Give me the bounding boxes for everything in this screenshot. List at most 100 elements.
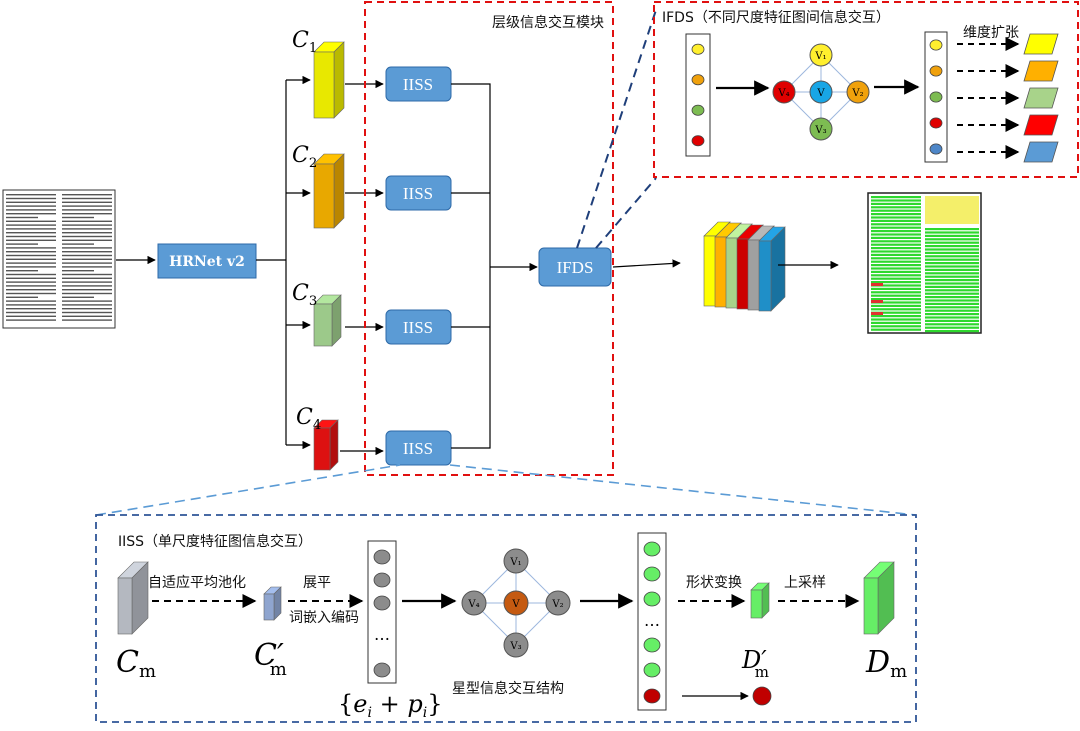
- token-node: [929, 91, 943, 103]
- star-node-1: [809, 43, 833, 67]
- hierarchical-module-title: 层级信息交互模块: [492, 14, 604, 31]
- star-center-label: V: [816, 88, 825, 99]
- iiss-blocks: IISS IISS IISS IISS: [385, 66, 452, 466]
- token-node: [643, 662, 661, 678]
- hierarchical-module-frame: [364, 1, 614, 476]
- star-node-label: V₃: [509, 641, 521, 652]
- cm-prime-label: C′m: [254, 638, 287, 680]
- stacked-feature-maps: [703, 221, 786, 312]
- star-node-label: V₄: [777, 88, 789, 99]
- ifds-input-tokens: [685, 33, 711, 157]
- star-node-label: V₃: [814, 125, 826, 136]
- embedding-formula: {ei + pi}: [338, 690, 442, 721]
- token-node: [929, 65, 943, 77]
- feature-map-c2: [313, 153, 345, 229]
- token-node: [691, 135, 705, 147]
- flatten-label: 展平: [303, 575, 331, 591]
- iiss-to-ifds-connectors: [451, 83, 538, 449]
- token-node: [373, 595, 391, 611]
- iiss-block-label: IISS: [403, 184, 433, 203]
- class-token-node: [643, 688, 661, 704]
- token-node: [643, 566, 661, 582]
- cm-label: Cm: [116, 645, 156, 682]
- star-node-label: V₄: [467, 599, 479, 610]
- dm-feature-map: [863, 561, 895, 635]
- hrnet-block: HRNet v2: [157, 243, 257, 279]
- token-node: [691, 74, 705, 86]
- token-node: [691, 43, 705, 55]
- token-node: [643, 541, 661, 557]
- token-node: [929, 39, 943, 51]
- reshape-label: 形状变换: [686, 574, 742, 591]
- iiss-block-label: IISS: [403, 318, 433, 337]
- star-node-label: V₁: [509, 557, 521, 568]
- iiss-block-1: IISS: [385, 66, 452, 102]
- star-node-label: V₁: [814, 51, 826, 62]
- star-node-2: [846, 80, 870, 104]
- iiss-inset-title: IISS（单尺度特征图信息交互）: [118, 533, 312, 550]
- expanded-map-5: [1023, 141, 1059, 163]
- ifds-star-graph: V₁ V₂ V₃ V₄ V: [772, 43, 870, 141]
- feature-label-c4: C4: [296, 405, 321, 433]
- star-node-2: [545, 590, 571, 616]
- hrnet-label: HRNet v2: [169, 254, 245, 270]
- pool-label: 自适应平均池化: [148, 574, 246, 591]
- star-node-label: V₂: [551, 599, 563, 610]
- expanded-map-3: [1023, 87, 1059, 109]
- token-node: [929, 117, 943, 129]
- star-structure-label: 星型信息交互结构: [452, 680, 564, 697]
- iiss-inset-frame: [95, 514, 917, 723]
- expand-label: 维度扩张: [963, 25, 1019, 41]
- zoom-line-iiss-left: [95, 464, 401, 516]
- ifds-block: IFDS: [538, 247, 612, 287]
- token-node: [643, 591, 661, 607]
- token-node: [373, 662, 391, 678]
- star-node-label: V₂: [851, 88, 863, 99]
- star-node-1: [503, 548, 529, 574]
- expanded-map-2: [1023, 60, 1059, 82]
- feature-label-c1: C1: [292, 28, 317, 56]
- output-document-thumbnail: [867, 192, 982, 334]
- ifds-inset-title: IFDS（不同尺度特征图间信息交互）: [662, 9, 890, 26]
- feature-map-c3: [313, 294, 342, 347]
- iiss-block-3: IISS: [385, 309, 452, 345]
- token-node: [373, 572, 391, 588]
- token-node: [691, 104, 705, 116]
- iiss-token-sequence: …: [367, 540, 397, 684]
- zoom-line-ifds-left: [576, 9, 657, 249]
- ifds-label: IFDS: [557, 258, 594, 277]
- upsample-label: 上采样: [784, 575, 826, 591]
- iiss-block-4: IISS: [385, 430, 452, 466]
- star-node-4: [461, 590, 487, 616]
- branch-connectors: [256, 75, 311, 450]
- zoom-line-iiss-right: [449, 464, 917, 516]
- token-node: [643, 637, 661, 653]
- star-node-4: [772, 80, 796, 104]
- feature-label-c2: C2: [292, 143, 317, 171]
- expanded-map-1: [1023, 33, 1059, 55]
- iiss-block-label: IISS: [403, 439, 433, 458]
- feature-map-c1: [313, 41, 345, 119]
- token-ellipsis: …: [644, 611, 660, 630]
- token-node: [373, 549, 391, 565]
- iiss-output-tokens: …: [637, 532, 667, 711]
- ifds-inset-frame: [653, 1, 1079, 178]
- feature-to-iiss-arrows: [340, 79, 384, 456]
- class-token-output: [752, 686, 772, 706]
- dm-prime-label: D′m: [741, 646, 769, 681]
- star-center-node: [503, 590, 529, 616]
- star-node-3: [503, 632, 529, 658]
- dm-label: Dm: [865, 645, 907, 682]
- star-node-3: [809, 117, 833, 141]
- feature-map-c4: [313, 419, 339, 471]
- stacked-map-6: [758, 226, 786, 312]
- input-document-thumbnail: [2, 189, 116, 329]
- feature-label-c3: C3: [292, 281, 317, 309]
- iiss-block-label: IISS: [403, 75, 433, 94]
- zoom-line-ifds-right: [595, 177, 657, 249]
